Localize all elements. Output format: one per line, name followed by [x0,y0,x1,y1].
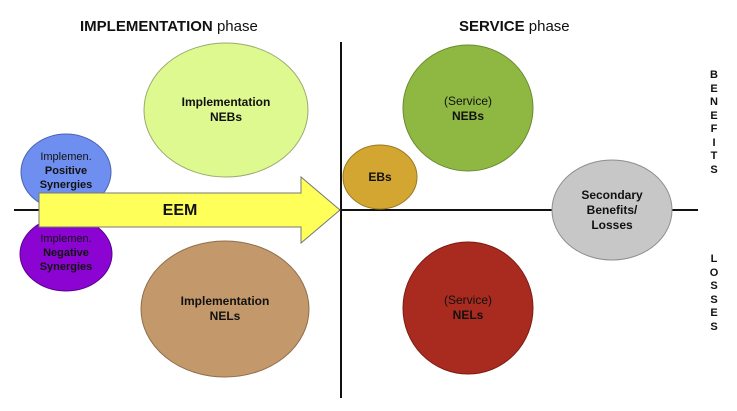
implementation-title-phase: phase [216,18,258,35]
benefits-letter: N [710,96,718,108]
negative-synergies-circle [19,216,113,292]
service-title-bold: SERVICE [459,18,525,35]
benefits-letter: I [712,136,716,149]
losses-letter: E [710,307,718,319]
implementation-nels-circle [140,240,310,378]
benefits-letter: F [710,123,718,135]
benefits-letter: S [710,163,718,176]
losses-vertical-label: L O S S E S [707,253,721,334]
service-title-phase: phase [528,18,570,35]
benefits-letter: T [710,150,718,162]
ebs-circle [342,144,418,210]
service-phase-title: SERVICE phase [459,18,570,35]
benefits-letter: E [710,109,718,122]
losses-letter: L [710,253,718,265]
losses-letter: S [710,320,718,333]
implementation-title-bold: IMPLEMENTATION [80,18,213,35]
eem-arrow [38,175,341,245]
benefits-letter: E [710,82,718,95]
losses-letter: O [709,266,719,279]
service-nels-circle [402,241,534,375]
implementation-nebs-circle [143,42,309,178]
service-nebs-circle [402,44,534,172]
implementation-phase-title: IMPLEMENTATION phase [80,18,258,35]
losses-letter: S [710,293,718,306]
secondary-benefits-losses-circle [551,159,673,261]
benefits-vertical-label: B E N E F I T S [707,69,721,177]
benefits-letter: B [710,69,718,81]
losses-letter: S [710,280,718,292]
